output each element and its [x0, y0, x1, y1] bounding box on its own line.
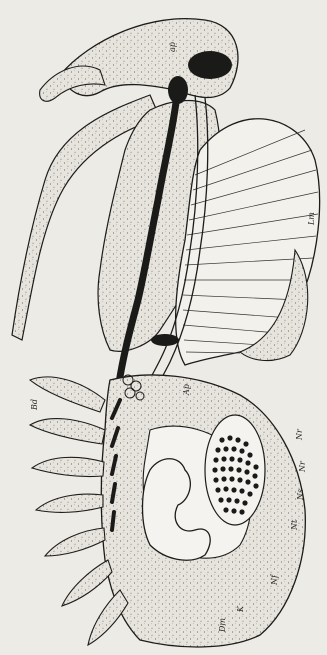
label-bottom-b: Dm — [218, 618, 227, 632]
label-left-edge: Bd — [30, 399, 39, 410]
label-n3: Ns — [296, 489, 305, 500]
ganglion-top — [188, 51, 232, 79]
label-lm: Lm — [307, 212, 316, 225]
egg-cluster — [205, 415, 265, 525]
label-mid-small: Ap — [182, 384, 191, 395]
label-n1: Nr — [295, 429, 304, 440]
ganglion-lower — [151, 334, 179, 346]
label-n5: Nf — [270, 575, 279, 585]
upper-appendage — [40, 66, 105, 101]
label-top-small: ap — [168, 42, 177, 52]
label-bottom-a: K — [236, 606, 245, 612]
label-n2: Nr — [298, 461, 307, 472]
ganglion-mid — [168, 76, 188, 104]
label-n4: Nt — [290, 520, 299, 530]
